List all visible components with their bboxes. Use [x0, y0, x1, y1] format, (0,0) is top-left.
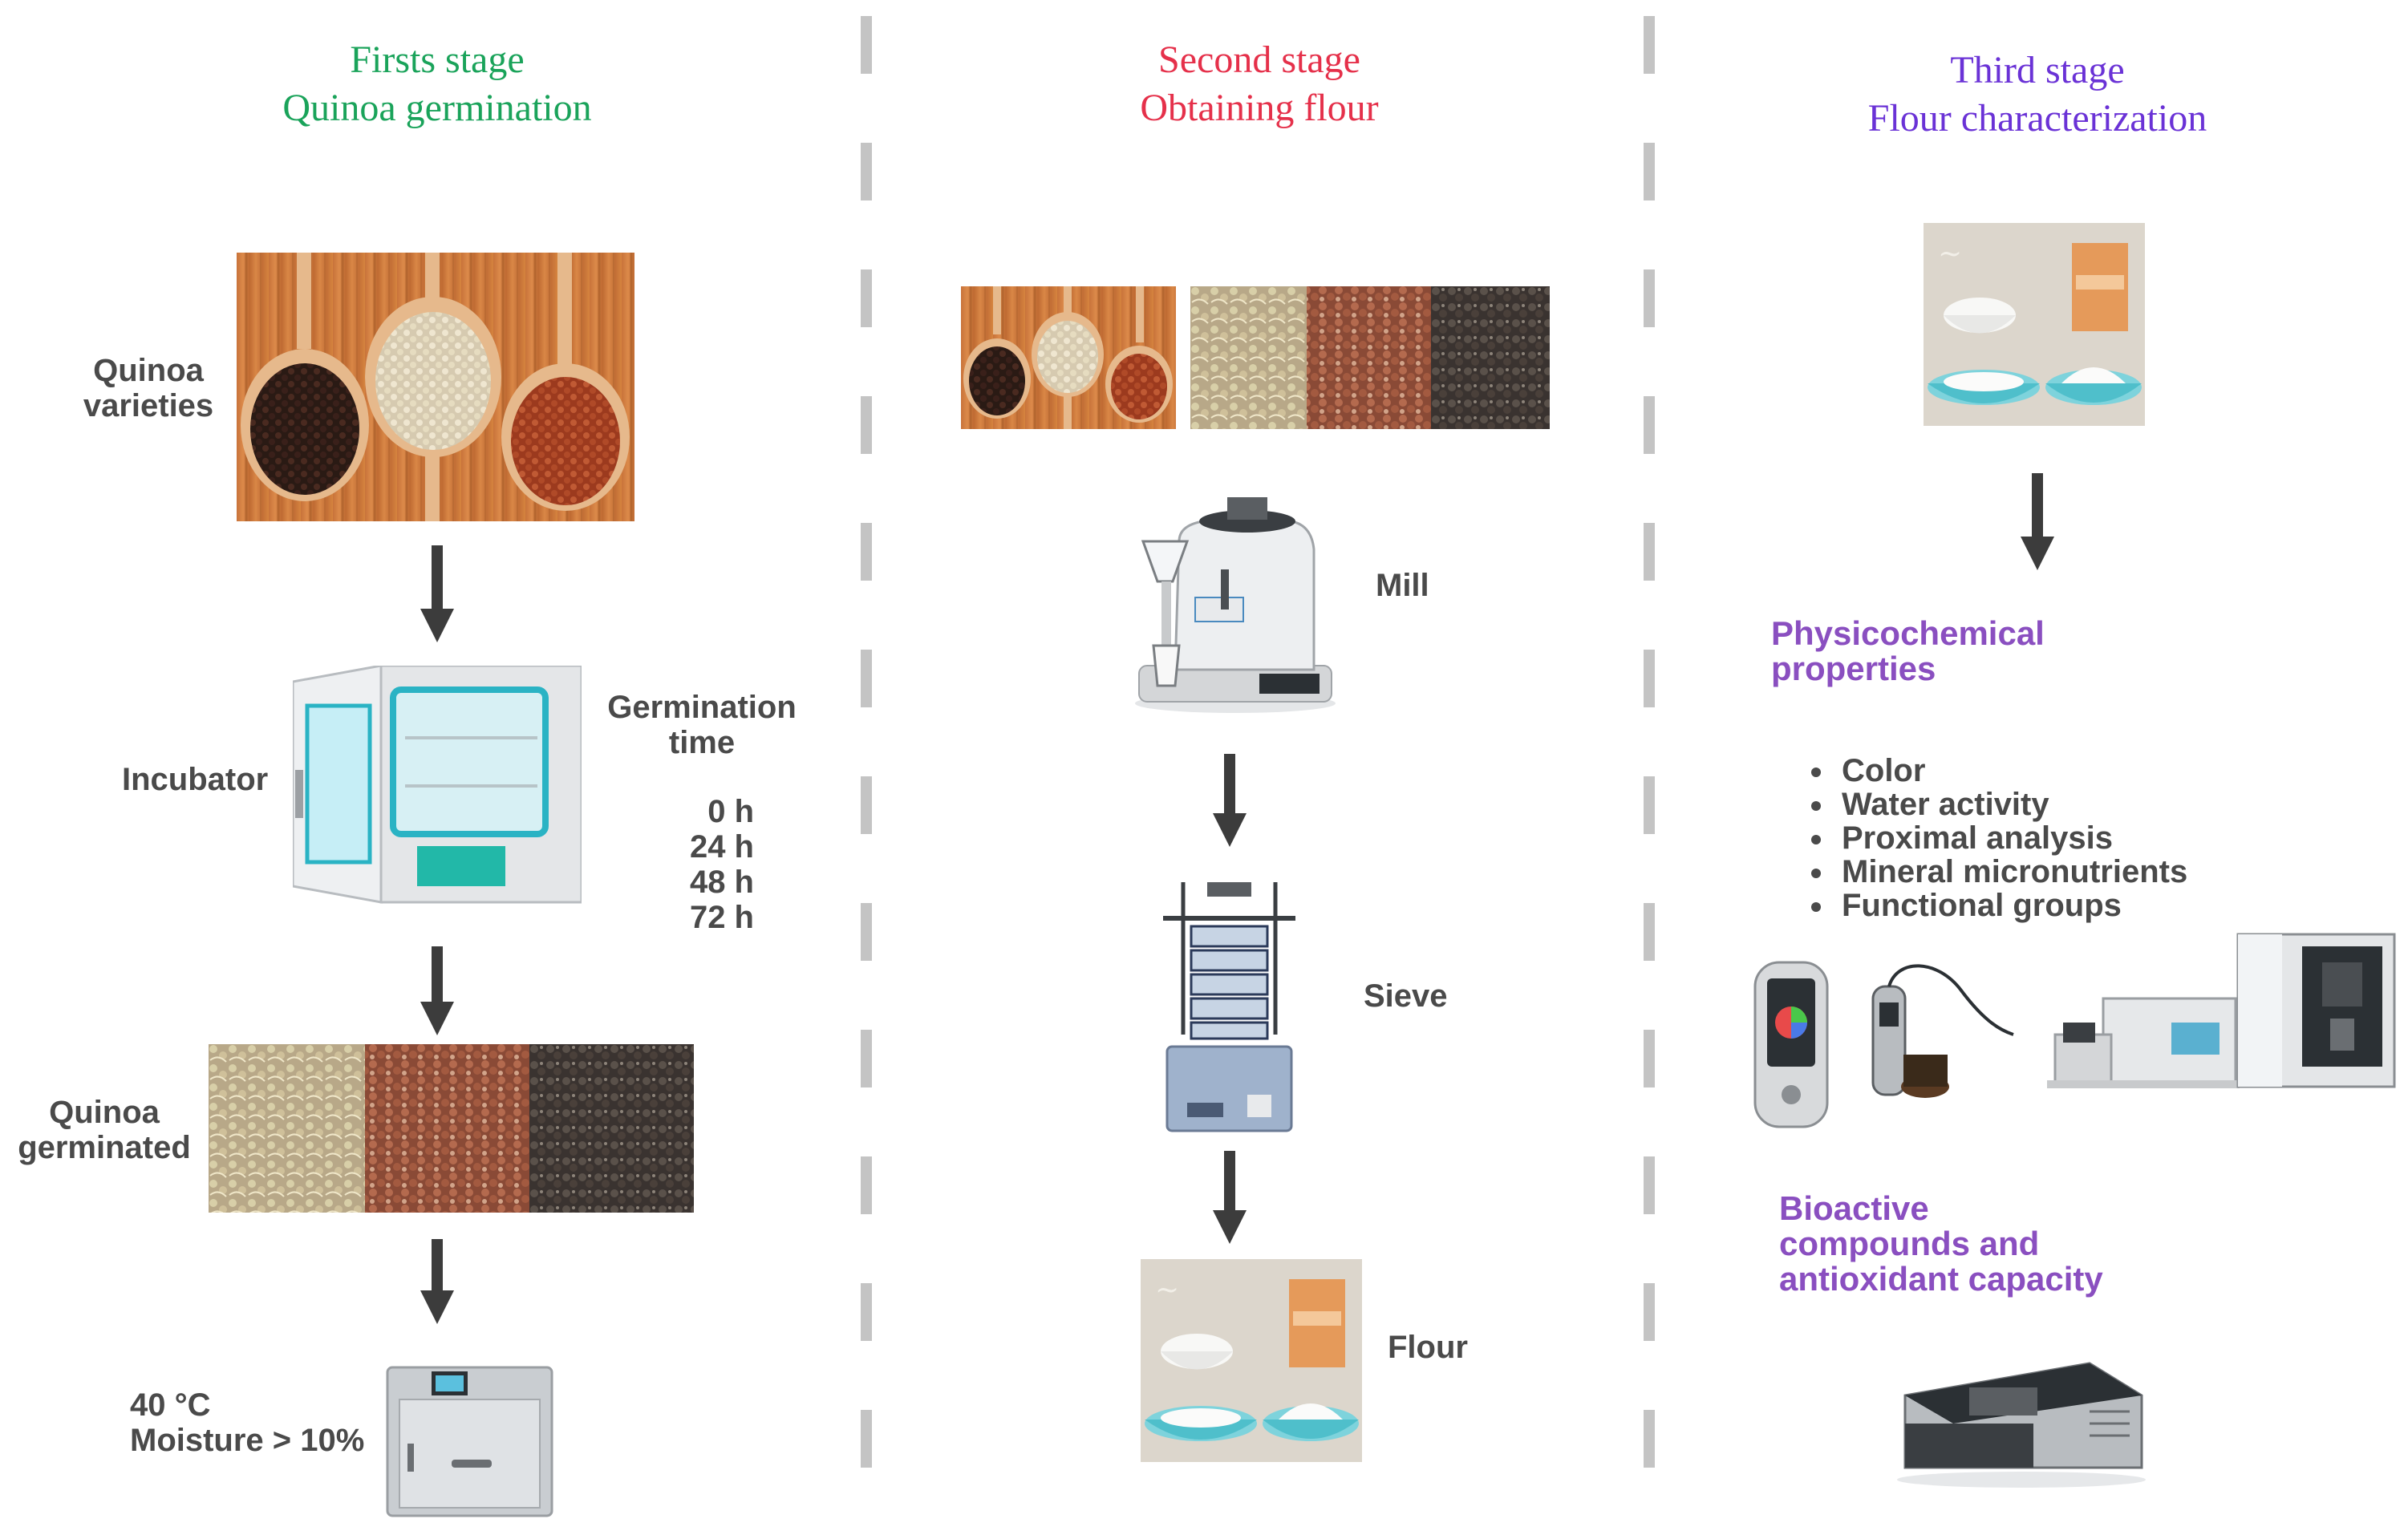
flour-characterization-icon: ~ [1924, 223, 2145, 426]
quinoa-varieties-label-line2: varieties [83, 388, 214, 423]
incubator-icon [293, 666, 582, 904]
time-24h: 24 h [689, 829, 754, 865]
svg-text:~: ~ [1155, 1274, 1179, 1306]
stage-1-title: Firsts stage Quinoa germination [156, 36, 718, 132]
stage-3-arrow [2021, 473, 2054, 570]
analysis-proximal: Proximal analysis [1835, 821, 2187, 855]
stage-1-arrow-2 [420, 946, 454, 1035]
germination-time-label-line2: time [668, 725, 736, 760]
stage-2-title-line1: Second stage [1158, 38, 1360, 81]
stage-3-title-line2: Flour characterization [1867, 97, 2207, 140]
stage-3-title: Third stage Flour characterization [1717, 47, 2358, 143]
flour-label: Flour [1388, 1330, 1468, 1365]
colorimeter-icon [1753, 961, 1829, 1128]
spectrophotometer-icon [1897, 1362, 2146, 1488]
bioactive-line2: compounds and [1779, 1225, 2040, 1262]
drying-moisture: Moisture > 10% [130, 1423, 365, 1458]
physicochemical-line1: Physicochemical [1771, 614, 2045, 652]
analysis-color: Color [1835, 754, 2187, 788]
germinated-quinoa-icon [209, 1044, 694, 1213]
svg-text:~: ~ [1938, 237, 1962, 270]
quinoa-varieties-label-line1: Quinoa [93, 353, 204, 388]
time-0h: 0 h [707, 794, 754, 829]
drying-conditions-label: 40 °C Moisture > 10% [130, 1387, 364, 1458]
quinoa-spoons-icon [237, 253, 634, 521]
mill-icon [1135, 497, 1336, 713]
mill-label: Mill [1376, 568, 1429, 603]
quinoa-germinated-label-line2: germinated [18, 1130, 191, 1165]
physicochemical-properties-label: Physicochemical properties [1771, 616, 2045, 686]
stage-1-arrow-1 [420, 545, 454, 642]
time-48h: 48 h [689, 865, 754, 900]
quinoa-germinated-label-line1: Quinoa [49, 1095, 160, 1130]
germination-time-label-line1: Germination [607, 690, 797, 725]
quinoa-varieties-label: Quinoa varieties [72, 353, 225, 423]
stage-3-title-line1: Third stage [1950, 49, 2125, 91]
analysis-functional-groups: Functional groups [1835, 889, 2187, 922]
quinoa-spoons-small-icon [961, 286, 1176, 429]
analyses-list: Color Water activity Proximal analysis M… [1797, 754, 2187, 922]
analysis-water-activity: Water activity [1835, 788, 2187, 821]
water-activity-meter-icon [1871, 964, 2014, 1098]
physicochemical-line2: properties [1771, 650, 1936, 687]
stage-1-arrow-3 [420, 1239, 454, 1324]
quinoa-germinated-label: Quinoa germinated [8, 1095, 201, 1165]
stage-divider-1 [861, 16, 872, 1524]
stage-1-title-line1: Firsts stage [350, 38, 525, 81]
incubator-label: Incubator [122, 762, 269, 797]
time-72h: 72 h [689, 900, 754, 935]
sieve-label: Sieve [1364, 978, 1448, 1014]
bioactive-line1: Bioactive [1779, 1189, 1929, 1227]
spectrometer-icon [2236, 933, 2396, 1088]
germinated-quinoa-small-icon [1190, 286, 1550, 429]
drying-oven-icon [386, 1366, 553, 1517]
stage-1-title-line2: Quinoa germination [282, 87, 592, 129]
germination-times-list: 0 h 24 h 48 h 72 h [666, 794, 754, 935]
drying-temperature: 40 °C [130, 1387, 211, 1423]
analyzer-icon [2047, 997, 2240, 1088]
sieve-icon [1163, 882, 1295, 1132]
bioactive-line3: antioxidant capacity [1779, 1260, 2103, 1298]
stage-divider-2 [1644, 16, 1655, 1524]
bioactive-compounds-label: Bioactive compounds and antioxidant capa… [1779, 1191, 2103, 1297]
stage-2-arrow-2 [1213, 1151, 1247, 1244]
stage-2-title-line2: Obtaining flour [1140, 87, 1379, 129]
stage-2-title: Second stage Obtaining flour [979, 36, 1540, 132]
analysis-mineral: Mineral micronutrients [1835, 855, 2187, 889]
flour-icon: ~ [1141, 1259, 1362, 1462]
germination-time-label: Germination time [598, 690, 806, 760]
stage-2-arrow-1 [1213, 754, 1247, 847]
